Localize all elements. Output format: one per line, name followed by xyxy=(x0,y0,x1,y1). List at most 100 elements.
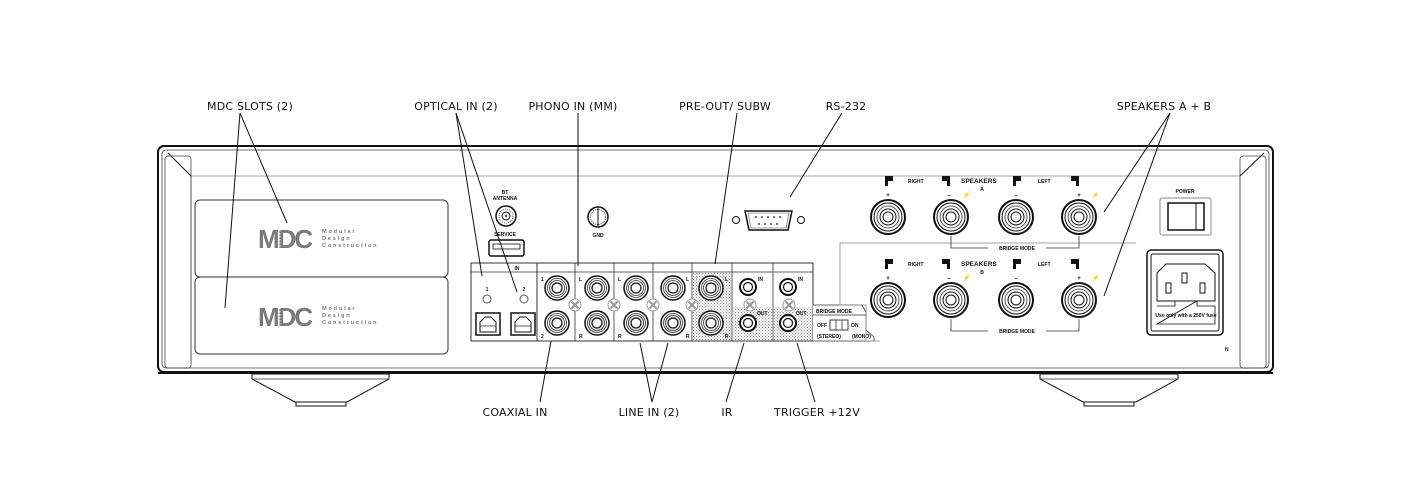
svg-text:L: L xyxy=(725,277,728,283)
speaker-a-right-plus-terminal xyxy=(870,199,906,235)
mdc-logo: MDC xyxy=(258,224,313,254)
svg-text:BRIDGE MODE: BRIDGE MODE xyxy=(999,329,1036,335)
svg-text:L: L xyxy=(579,277,582,283)
line-in-2-r-port xyxy=(660,310,686,336)
trigger-in-port xyxy=(779,278,797,296)
svg-text:ANTENNA: ANTENNA xyxy=(493,196,518,202)
bt-antenna: BT ANTENNA xyxy=(493,190,518,227)
callout-speakers: SPEAKERS A + B xyxy=(1117,100,1211,113)
svg-text:Construction: Construction xyxy=(322,320,378,326)
speaker-b-left-plus-terminal xyxy=(1061,282,1097,318)
svg-text:SPEAKERS: SPEAKERS xyxy=(961,178,997,185)
service-usb-port: SERVICE xyxy=(488,232,525,257)
svg-text:Design: Design xyxy=(322,236,351,242)
svg-text:GND: GND xyxy=(592,233,604,239)
svg-text:R: R xyxy=(579,334,583,340)
callout-line-in: LINE IN (2) xyxy=(619,406,680,419)
callout-labels: MDC SLOTS (2) OPTICAL IN (2) PHONO IN (M… xyxy=(207,100,1211,419)
svg-text:(STEREO): (STEREO) xyxy=(817,334,841,340)
svg-text:R: R xyxy=(618,334,622,340)
svg-text:+: + xyxy=(1077,275,1081,282)
svg-text:OUT: OUT xyxy=(796,311,807,317)
svg-text:R: R xyxy=(686,334,690,340)
svg-text:2: 2 xyxy=(541,334,544,340)
foot-left xyxy=(251,373,390,407)
svg-text:A: A xyxy=(980,187,984,193)
optical-in-1-port xyxy=(475,312,501,336)
foot-right xyxy=(1039,373,1179,407)
svg-text:L: L xyxy=(618,277,621,283)
svg-text:R: R xyxy=(725,334,729,340)
svg-text:+: + xyxy=(1077,192,1081,199)
callout-ir: IR xyxy=(721,406,732,419)
mdc-slot-2: MDC Modular Design Construction xyxy=(194,276,449,355)
callout-rs232: RS-232 xyxy=(826,100,867,113)
svg-text:1: 1 xyxy=(541,277,544,283)
gnd-terminal: GND xyxy=(587,206,609,239)
svg-text:(MONO): (MONO) xyxy=(852,334,871,340)
svg-text:Use only with a 250V fuse: Use only with a 250V fuse xyxy=(1155,313,1216,319)
svg-text:+: + xyxy=(886,192,890,199)
phono-in-l-port xyxy=(584,275,610,301)
svg-text:–: – xyxy=(947,192,951,199)
svg-text:Modular: Modular xyxy=(322,229,356,235)
svg-text:–: – xyxy=(1014,192,1018,199)
speaker-a-left-plus-terminal xyxy=(1061,199,1097,235)
pre-out-r-port xyxy=(698,310,724,336)
svg-text:L: L xyxy=(686,277,689,283)
rs232-port xyxy=(732,210,805,231)
line-in-1-r-port xyxy=(623,310,649,336)
mdc-logo: MDC xyxy=(258,302,313,332)
svg-text:RIGHT: RIGHT xyxy=(908,262,924,268)
iec-power-inlet: Use only with a 250V fuse xyxy=(1146,249,1224,336)
callout-trigger: TRIGGER +12V xyxy=(773,406,860,419)
svg-text:BT: BT xyxy=(502,190,509,196)
svg-text:BRIDGE MODE: BRIDGE MODE xyxy=(999,246,1036,252)
speaker-b-right-minus-terminal xyxy=(933,282,969,318)
speaker-a-left-minus-terminal xyxy=(998,199,1034,235)
svg-text:LEFT: LEFT xyxy=(1038,179,1051,185)
ir-in-port xyxy=(739,278,757,296)
callout-coaxial-in: COAXIAL IN xyxy=(482,406,547,419)
callout-phono-in: PHONO IN (MM) xyxy=(528,100,617,113)
svg-text:RIGHT: RIGHT xyxy=(908,179,924,185)
input-panel: IN 1 2 xyxy=(470,262,814,342)
svg-text:Modular: Modular xyxy=(322,306,356,312)
speakers-b-row: RIGHT SPEAKERS B LEFT + – – + ⚡ ⚡ BRIDGE… xyxy=(870,259,1100,335)
svg-text:OFF: OFF xyxy=(817,323,827,329)
svg-text:LEFT: LEFT xyxy=(1038,262,1051,268)
speaker-a-right-minus-terminal xyxy=(933,199,969,235)
svg-text:–: – xyxy=(947,275,951,282)
svg-text:SERVICE: SERVICE xyxy=(494,232,517,238)
svg-text:IN: IN xyxy=(515,266,520,272)
svg-text:⚡: ⚡ xyxy=(1091,191,1100,199)
svg-text:ON: ON xyxy=(851,323,859,329)
speakers-a-row: RIGHT SPEAKERS A LEFT + – – + ⚡ ⚡ BRIDGE… xyxy=(870,176,1100,252)
svg-text:N: N xyxy=(1225,347,1229,353)
svg-text:1: 1 xyxy=(486,287,489,293)
svg-text:POWER: POWER xyxy=(1176,189,1195,195)
svg-text:BRIDGE MODE: BRIDGE MODE xyxy=(816,309,853,315)
svg-text:IN: IN xyxy=(798,277,803,283)
svg-text:B: B xyxy=(980,270,984,276)
mdc-slot-1: MDC Modular Design Construction xyxy=(194,199,449,278)
svg-text:SPEAKERS: SPEAKERS xyxy=(961,261,997,268)
coaxial-in-1-port xyxy=(544,275,570,301)
speaker-b-left-minus-terminal xyxy=(998,282,1034,318)
callout-optical-in: OPTICAL IN (2) xyxy=(414,100,497,113)
svg-text:OUT: OUT xyxy=(757,311,768,317)
callout-leaders xyxy=(224,112,1171,403)
optical-in-2-port xyxy=(510,312,536,336)
ir-out-port xyxy=(739,314,757,332)
callout-mdc-slots: MDC SLOTS (2) xyxy=(207,100,293,113)
callout-pre-out: PRE-OUT/ SUBW xyxy=(679,100,771,113)
bridge-mode-switch: BRIDGE MODE OFF ON (STEREO) (MONO) xyxy=(813,304,875,342)
svg-text:⚡: ⚡ xyxy=(1091,274,1100,282)
svg-text:⚡: ⚡ xyxy=(962,191,971,199)
line-in-1-l-port xyxy=(623,275,649,301)
svg-text:Design: Design xyxy=(322,313,351,319)
speaker-b-right-plus-terminal xyxy=(870,282,906,318)
pre-out-l-port xyxy=(698,275,724,301)
coaxial-in-2-port xyxy=(544,310,570,336)
trigger-out-port xyxy=(779,314,797,332)
